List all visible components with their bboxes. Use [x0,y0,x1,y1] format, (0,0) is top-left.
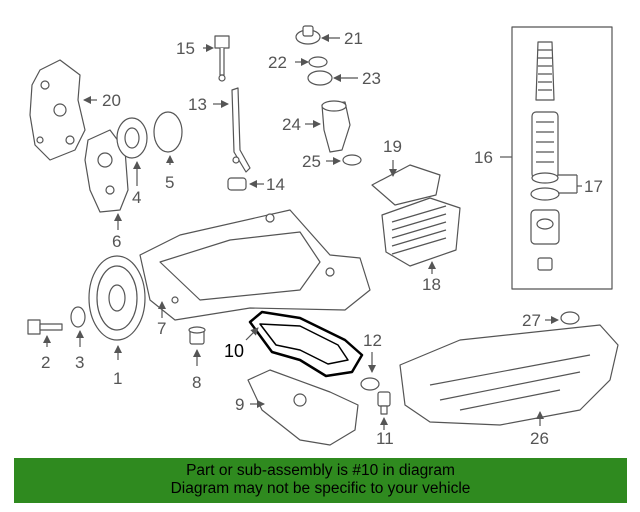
part-12-seal [360,377,380,391]
banner-line-1: Part or sub-assembly is #10 in diagram [186,462,455,479]
callout-11: 11 [376,429,394,448]
callout-16: 16 [474,148,493,167]
callout-2: 2 [41,353,50,372]
callout-14: 14 [266,175,285,194]
callout-27: 27 [522,311,541,330]
part-1-pulley [88,255,146,341]
part-13-dipstick-tube [231,87,251,173]
exploded-parts-diagram: 1 2 3 4 5 6 7 8 9 10 11 12 13 14 15 16 1… [27,25,619,448]
callout-13: 13 [188,95,207,114]
part-7-oil-pan [139,209,371,321]
callout-20: 20 [102,91,121,110]
callout-25: 25 [302,152,321,171]
part-23-ring [307,70,333,86]
part-5-o-ring [153,111,183,153]
callout-21: 21 [344,29,363,48]
part-2-bolt [27,319,63,335]
callout-9: 9 [235,395,244,414]
callout-10: 10 [224,341,244,361]
callout-18: 18 [422,275,441,294]
part-25-seal [342,154,362,166]
callout-15: 15 [176,39,195,58]
part-21-filler-cap [295,25,321,45]
callout-12: 12 [363,331,382,350]
part-19-gasket [371,164,441,206]
part-6-cover-plate [84,129,129,213]
info-banner: Part or sub-assembly is #10 in diagram D… [14,458,627,503]
part-26-intake-manifold [399,324,619,426]
part-3-washer [70,306,86,328]
part-16-oil-filter-assembly [530,41,560,271]
callout-19: 19 [383,137,402,156]
callout-5: 5 [165,173,174,192]
part-18-oil-cooler [381,197,461,267]
callout-labels: 1 2 3 4 5 6 7 8 9 10 11 12 13 14 15 16 1… [41,29,603,448]
callout-22: 22 [268,53,287,72]
part-11-drain-plug [377,391,391,415]
callout-24: 24 [282,115,301,134]
part-9-lower-oil-pan [247,369,359,446]
part-15-oil-level-sensor [214,35,230,82]
callout-17: 17 [584,177,603,196]
part-16-filter-box [511,26,613,290]
callout-23: 23 [362,69,381,88]
callout-3: 3 [75,353,84,372]
part-20-timing-cover [29,59,86,161]
callout-4: 4 [132,188,141,207]
callout-26: 26 [530,429,549,448]
part-24-filler-neck [321,100,351,153]
part-4-pump [116,117,148,159]
part-22-seal [308,56,328,68]
part-8-drain-plug [188,326,206,345]
part-14-plug [227,177,247,191]
callout-8: 8 [192,373,201,392]
callout-7: 7 [157,319,166,338]
part-10-oil-pan-gasket [248,310,364,378]
banner-line-2: Diagram may not be specific to your vehi… [170,480,471,497]
part-27-seal [560,311,580,325]
leader-lines [43,34,582,430]
callout-6: 6 [112,232,121,251]
callout-1: 1 [113,369,122,388]
